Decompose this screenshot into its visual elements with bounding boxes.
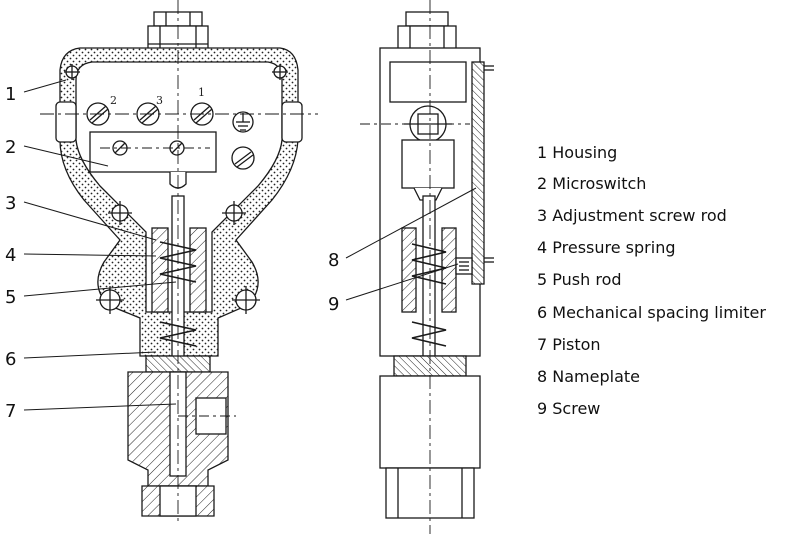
- legend-item: 2 Microswitch: [537, 174, 646, 193]
- switch-numbers: 2 3 1: [110, 86, 205, 107]
- ground-icon: [232, 111, 254, 133]
- legend-item: 4 Pressure spring: [537, 238, 675, 257]
- legend-item: 8 Nameplate: [537, 367, 640, 386]
- legend-item: 7 Piston: [537, 335, 601, 354]
- flange-hole-right: [232, 286, 260, 314]
- flange-hole-left: [96, 286, 124, 314]
- legend: 1 Housing 2 Microswitch 3 Adjustment scr…: [537, 143, 766, 418]
- callout-4: 4: [5, 245, 16, 266]
- callout-5: 5: [5, 287, 16, 308]
- callouts-side: 8 9: [328, 250, 339, 315]
- screw: [455, 257, 473, 275]
- adjustment-screw-rod: [151, 227, 169, 313]
- legend-item: 3 Adjustment screw rod: [537, 206, 727, 225]
- switch-number: 3: [156, 94, 163, 107]
- switch-number: 1: [198, 86, 205, 99]
- callout-3: 3: [5, 193, 16, 214]
- corner-screw-left: [64, 64, 80, 80]
- callout-2: 2: [5, 137, 16, 158]
- callout-7: 7: [5, 401, 16, 422]
- legend-item: 5 Push rod: [537, 270, 622, 289]
- nameplate: [471, 61, 485, 285]
- mount-hole-left: [108, 201, 132, 225]
- mount-hole-right: [222, 201, 246, 225]
- callout-6: 6: [5, 349, 16, 370]
- callout-leaders: [23, 79, 177, 411]
- legend-item: 1 Housing: [537, 143, 617, 162]
- corner-screw-right: [272, 64, 288, 80]
- switch-number: 2: [110, 94, 117, 107]
- legend-item: 9 Screw: [537, 399, 600, 418]
- front-section-view: [40, 0, 318, 524]
- side-gland-right: [281, 101, 303, 143]
- legend-item: 6 Mechanical spacing limiter: [537, 303, 766, 322]
- callouts-left: 1 2 3 4 5 6 7: [5, 84, 16, 422]
- side-view: [360, 0, 494, 534]
- side-gland-left: [55, 101, 77, 143]
- microswitch: [89, 131, 217, 173]
- adjust-screw-right: [231, 146, 255, 170]
- callout-leaders-side: [345, 187, 477, 301]
- callout-9: 9: [328, 294, 339, 315]
- callout-1: 1: [5, 84, 16, 105]
- callout-8: 8: [328, 250, 339, 271]
